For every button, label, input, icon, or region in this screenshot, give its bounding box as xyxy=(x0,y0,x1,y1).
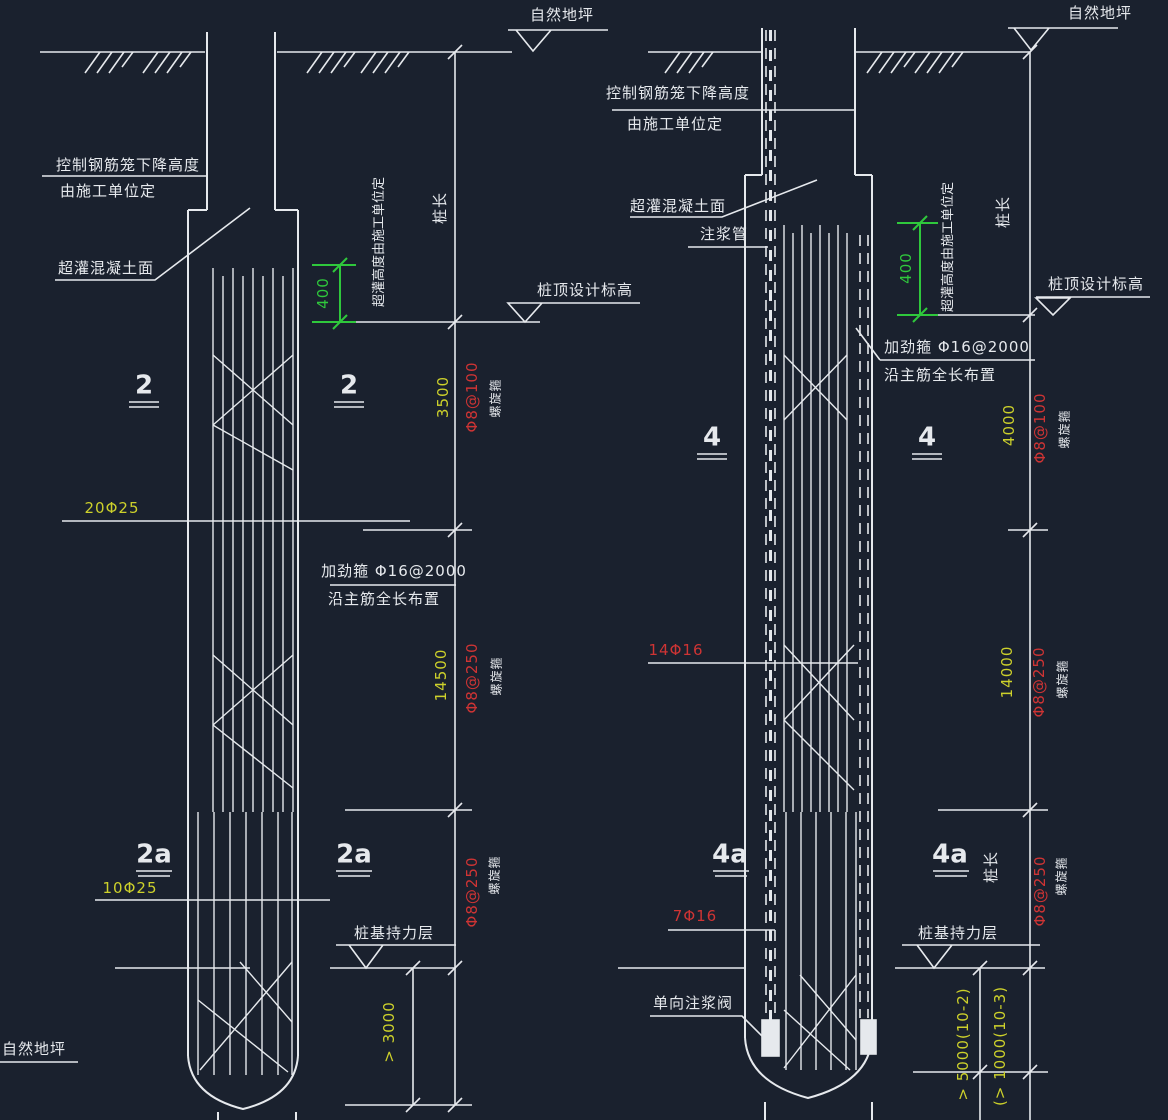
cage-lowering-note-line1: 控制钢筋笼下降高度 xyxy=(55,155,201,174)
pile-length-label: 桩长 xyxy=(430,191,449,225)
natural-ground-label: 自然地坪 xyxy=(529,5,595,24)
pile4-section-mark-upper-left: 4 xyxy=(702,422,722,453)
spiral-hoop-label: 螺旋箍 xyxy=(1054,856,1069,896)
pile4-main-bars-upper: 14Φ16 xyxy=(648,640,704,659)
pile4-overpour-dim xyxy=(897,215,938,323)
pile2-embed-dim: > 3000 xyxy=(379,1001,398,1063)
pile2-seg2-spiral: Φ8@250 xyxy=(462,642,481,714)
pile2-rebar-cage xyxy=(197,268,294,1075)
pile-top-level-label: 桩顶设计标高 xyxy=(536,280,634,299)
spiral-hoop-label: 螺旋箍 xyxy=(1057,409,1072,449)
pile2-dimensions xyxy=(0,44,640,1113)
pile4-dimensions xyxy=(618,44,1150,1120)
spiral-hoop-label: 螺旋箍 xyxy=(487,855,502,895)
bearing-layer-label: 桩基持力层 xyxy=(917,923,999,942)
pile4-rebar-cage xyxy=(783,225,857,1071)
pile2-main-bars-lower: 10Φ25 xyxy=(102,878,158,897)
pile4-body xyxy=(744,28,873,1120)
grout-pipe-label: 注浆管 xyxy=(699,224,749,243)
overpour-height-note: 超灌高度由施工单位定 xyxy=(940,181,956,313)
bearing-layer-label: 桩基持力层 xyxy=(353,923,435,942)
pile2-section-mark-upper-left: 2 xyxy=(134,370,154,401)
pile2-main-bars-upper: 20Φ25 xyxy=(84,498,140,517)
pile4-section-mark-upper-right: 4 xyxy=(917,422,937,453)
pile4-section-mark-lower-right: 4a xyxy=(932,839,968,870)
pile2-overpour-dim xyxy=(312,257,356,330)
pile2-seg2-length: 14500 xyxy=(431,648,450,702)
grout-valve-label: 单向注浆阀 xyxy=(652,993,734,1012)
pile4-embed-dim2: (> 1000(10-3) xyxy=(990,985,1009,1107)
pile2-seg1-spiral: Φ8@100 xyxy=(462,361,481,433)
natural-ground-label: 自然地坪 xyxy=(1067,3,1133,22)
pile2-section-mark-lower-left: 2a xyxy=(136,839,172,870)
pile-length-label: 桩长 xyxy=(993,195,1012,229)
pile4-ground xyxy=(648,27,1118,74)
pile-length-label: 桩长 xyxy=(981,850,1000,884)
stiffener-note-line1: 加劲箍 Φ16@2000 xyxy=(321,561,467,580)
pile2-leaders xyxy=(42,175,456,901)
overpour-dim-value: 400 xyxy=(896,252,915,284)
pile2-seg1-length: 3500 xyxy=(433,375,452,419)
pile4-seg2-spiral: Φ8@250 xyxy=(1029,646,1048,718)
stiffener-note-line1: 加劲箍 Φ16@2000 xyxy=(884,337,1030,356)
stiffener-note-line2: 沿主筋全长布置 xyxy=(883,365,997,384)
pile4-leaders xyxy=(612,109,1035,1041)
cage-lowering-note-line2: 由施工单位定 xyxy=(626,114,724,133)
pile4-embed-dim1: > 5000(10-2) xyxy=(953,987,972,1101)
pile4-main-bars-lower: 7Φ16 xyxy=(672,906,718,925)
overpour-surface-label: 超灌混凝土面 xyxy=(57,258,155,277)
pile-top-level-label: 桩顶设计标高 xyxy=(1047,274,1145,293)
overpour-dim-value: 400 xyxy=(313,277,332,309)
pile2-section-mark-lower-right: 2a xyxy=(336,839,372,870)
overpour-surface-label: 超灌混凝土面 xyxy=(629,196,727,215)
overpour-height-note: 超灌高度由施工单位定 xyxy=(371,176,387,308)
pile4-seg1-length: 4000 xyxy=(999,403,1018,447)
pile2-seg3-spiral: Φ8@250 xyxy=(462,856,481,928)
pile4-section-mark-lower-left: 4a xyxy=(712,839,748,870)
pile4-seg1-spiral: Φ8@100 xyxy=(1030,392,1049,464)
natural-ground-label-bottom: 自然地坪 xyxy=(1,1039,67,1058)
spiral-hoop-label: 螺旋箍 xyxy=(488,378,503,418)
cage-lowering-note-line2: 由施工单位定 xyxy=(59,181,157,200)
stiffener-note-line2: 沿主筋全长布置 xyxy=(327,589,441,608)
pile2-body xyxy=(187,32,299,1120)
pile4-grout-pipes xyxy=(761,30,877,1057)
cage-lowering-note-line1: 控制钢筋笼下降高度 xyxy=(605,83,751,102)
spiral-hoop-label: 螺旋箍 xyxy=(489,656,504,696)
pile4-seg3-spiral: Φ8@250 xyxy=(1030,855,1049,927)
pile2-ground xyxy=(40,29,608,74)
pile4-seg2-length: 14000 xyxy=(997,645,1016,699)
pile2-section-mark-upper-right: 2 xyxy=(339,370,359,401)
spiral-hoop-label: 螺旋箍 xyxy=(1055,659,1070,699)
